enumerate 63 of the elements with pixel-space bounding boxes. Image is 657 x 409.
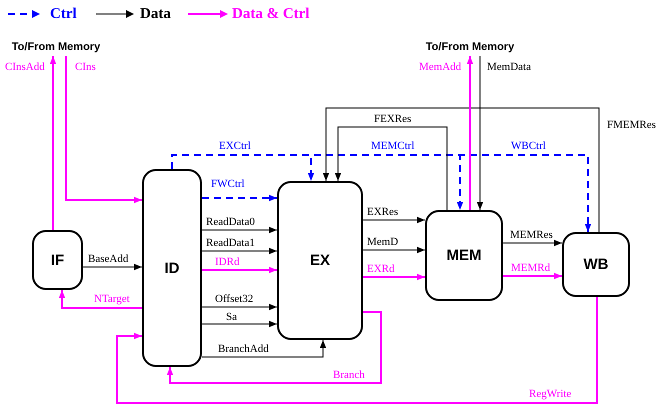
connector-arrow [202, 340, 326, 358]
edge-label: CIns [74, 61, 97, 73]
stage-box [142, 169, 202, 367]
stage-label: WB [584, 256, 608, 273]
connector-arrow [202, 304, 278, 310]
edge-label: MEMRd [510, 262, 552, 274]
edge-label: Sa [225, 311, 238, 323]
stage-label: MEM [446, 247, 482, 264]
connector-arrow [82, 264, 142, 270]
connector-arrow [363, 274, 425, 280]
edge-label: EXCtrl [218, 140, 252, 152]
stage-label: EX [310, 252, 330, 269]
connector-arrow [58, 290, 142, 309]
connector-arrow [334, 126, 448, 210]
connector-arrow [202, 266, 277, 274]
connector-arrow [171, 154, 592, 232]
edge-label: Branch [332, 369, 366, 381]
connector-arrow [202, 248, 278, 254]
edge-label: RegWrite [528, 388, 572, 400]
stage-box [32, 230, 83, 290]
connector-arrow [322, 108, 600, 232]
stage-box [277, 181, 363, 340]
stage-label: IF [50, 252, 64, 268]
legend-label: Ctrl [50, 6, 77, 22]
edge-label: ReadData1 [205, 237, 256, 249]
edge-label: ReadData0 [205, 216, 256, 228]
legend-label: Data & Ctrl [232, 6, 310, 22]
connector-arrow [202, 194, 277, 202]
connector-arrow [503, 272, 562, 280]
edge-label: WBCtrl [510, 140, 547, 152]
stage-label: ID [164, 260, 180, 276]
edge-label: CInsAdd [4, 61, 46, 73]
connector-arrow [202, 226, 278, 234]
connector-arrow [466, 56, 474, 210]
connector-arrow [362, 216, 426, 224]
edge-label: MemD [366, 236, 400, 248]
edge-label: FWCtrl [210, 178, 246, 190]
memory-port-label: To/From Memory [426, 41, 514, 53]
stage-box [562, 232, 630, 297]
edge-label: EXRes [366, 206, 400, 218]
memory-port-label: To/From Memory [12, 41, 100, 53]
connector-arrow [362, 246, 426, 254]
legend-label: Data [140, 6, 171, 22]
edge-label: Offset32 [214, 293, 254, 305]
edge-label: MemAdd [418, 61, 462, 73]
connector-arrow [502, 240, 562, 246]
connector-arrow [50, 56, 56, 230]
stage-box [425, 210, 503, 301]
edge-label: FEXRes [373, 113, 412, 125]
edge-label: BaseAdd [87, 253, 130, 265]
edge-label: BranchAdd [217, 343, 270, 355]
edge-label: EXRd [366, 263, 396, 275]
edge-label: NTarget [93, 293, 131, 305]
edge-label: IDRd [214, 256, 240, 268]
connector-arrow [166, 311, 382, 384]
connector-arrow [476, 56, 484, 210]
connector-arrow [202, 320, 278, 328]
edge-label: FMEMRes [606, 119, 657, 131]
connector-arrow [65, 56, 142, 204]
edge-label: MemData [486, 61, 532, 73]
edge-label: MEMRes [509, 229, 554, 241]
connector-arrow [116, 297, 598, 404]
edge-label: MEMCtrl [370, 140, 416, 152]
